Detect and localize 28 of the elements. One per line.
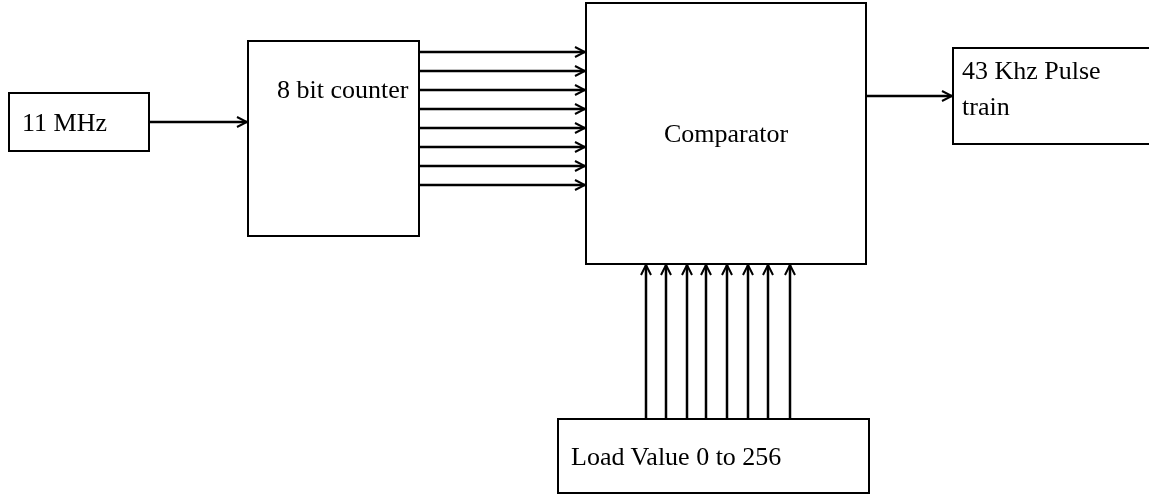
arrow [721,264,733,418]
arrow [420,84,586,96]
block-box [952,47,1149,145]
arrow [420,160,586,172]
arrow [640,264,652,418]
block-box [247,40,420,237]
arrow [420,179,586,191]
block-label: Load Value 0 to 256 [571,440,782,473]
arrow [420,122,586,134]
arrow [420,65,586,77]
arrow [867,90,953,102]
arrow [420,46,586,58]
block-label: Comparator [663,118,789,150]
block-box [557,418,870,494]
arrow [784,264,796,418]
arrow [762,264,774,418]
block-label: 8 bit counter [277,74,409,106]
arrow [660,264,672,418]
arrow [681,264,693,418]
arrow [420,141,586,153]
block-label: 43 Khz Pulse train [962,55,1102,123]
arrow [700,264,712,418]
arrow [742,264,754,418]
arrow [420,103,586,115]
block-box [8,92,150,152]
block-box [585,2,867,265]
block-label: 11 MHz [22,106,107,139]
arrow [150,116,248,128]
